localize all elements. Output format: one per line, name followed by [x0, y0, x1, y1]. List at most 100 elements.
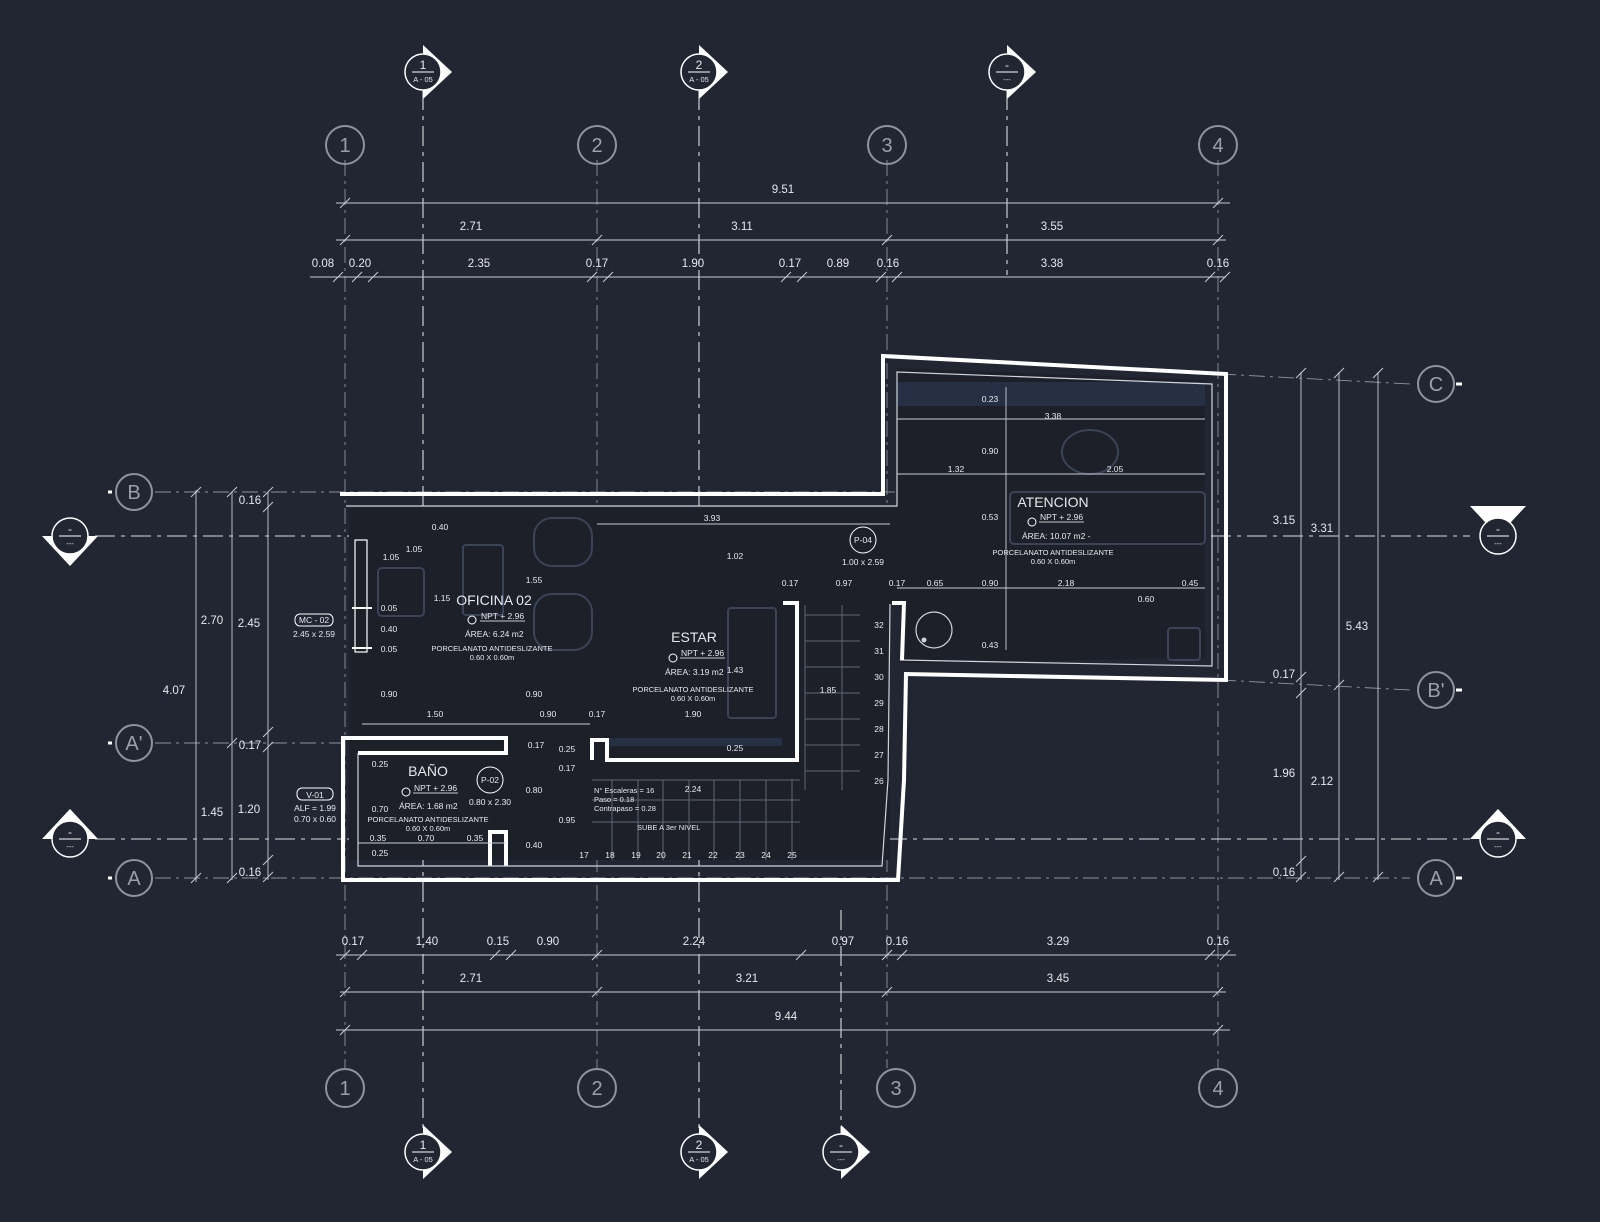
svg-text:0.60: 0.60	[1138, 594, 1155, 604]
section-marker-left-lower: - ---	[42, 809, 98, 858]
svg-text:1.00 x 2.59: 1.00 x 2.59	[842, 557, 884, 567]
svg-text:---: ---	[1003, 75, 1011, 84]
section-marker-right-upper: - ---	[1470, 506, 1526, 555]
svg-text:3.93: 3.93	[704, 513, 721, 523]
svg-text:0.65: 0.65	[927, 578, 944, 588]
svg-text:2: 2	[696, 1138, 703, 1152]
dim-bottom-mid: 2.71	[460, 973, 482, 985]
svg-text:27: 27	[874, 750, 884, 760]
tag-p-04: P-04 1.00 x 2.59	[842, 526, 884, 567]
svg-text:17: 17	[579, 850, 589, 860]
svg-text:19: 19	[631, 850, 641, 860]
svg-text:NPT + 2.96: NPT + 2.96	[481, 611, 524, 621]
dimensions-top: 9.51 2.71 3.11 3.55 0.08 0.20 2.35 0.17 …	[310, 184, 1231, 283]
svg-text:0.25: 0.25	[559, 744, 576, 754]
svg-text:2.18: 2.18	[1058, 578, 1075, 588]
svg-text:0.43: 0.43	[982, 640, 999, 650]
svg-text:-: -	[1005, 58, 1009, 72]
svg-text:2: 2	[696, 58, 703, 72]
tag-mc-02: MC - 02 2.45 x 2.59	[293, 613, 335, 639]
svg-text:0.90: 0.90	[982, 578, 999, 588]
dim-top-detail: 0.08	[312, 258, 334, 270]
svg-text:1.85: 1.85	[820, 685, 837, 695]
dim-bottom-detail: 1.40	[416, 936, 438, 948]
room-name: ATENCION	[1017, 494, 1088, 510]
axis-bubbles-bottom: 1 2 3 4	[325, 1068, 1238, 1108]
dim-bottom-mid: 3.21	[736, 973, 758, 985]
walls	[340, 353, 1228, 882]
svg-text:P-04: P-04	[854, 535, 872, 545]
svg-text:V-01: V-01	[306, 790, 324, 800]
svg-text:PORCELANATO ANTIDESLIZANTE: PORCELANATO ANTIDESLIZANTE	[368, 815, 489, 824]
svg-text:A - 05: A - 05	[413, 75, 433, 84]
svg-text:0.25: 0.25	[727, 743, 744, 753]
svg-text:SUBE A 3er NIVEL: SUBE A 3er NIVEL	[637, 823, 700, 832]
dim-bottom-detail: 0.15	[487, 936, 509, 948]
dim-left-detail: 0.17	[239, 740, 261, 752]
axis-label-b-prime: B'	[1427, 680, 1444, 702]
svg-text:1.05: 1.05	[383, 552, 400, 562]
svg-text:---: ---	[66, 539, 74, 548]
svg-text:0.25: 0.25	[372, 848, 389, 858]
svg-text:0.40: 0.40	[432, 522, 449, 532]
dim-top-detail: 0.89	[827, 258, 849, 270]
svg-text:---: ---	[1494, 539, 1502, 548]
svg-text:-: -	[839, 1138, 843, 1152]
svg-text:---: ---	[66, 842, 74, 851]
interior-dims-estar: 3.93 1.02 0.17 0.97 0.17 1.43 1.85 0.90 …	[540, 513, 906, 753]
svg-text:N° Escaleras = 16: N° Escaleras = 16	[594, 786, 654, 795]
svg-text:31: 31	[874, 646, 884, 656]
svg-text:A - 05: A - 05	[689, 1155, 709, 1164]
dim-right-inner: 3.15	[1273, 515, 1295, 527]
svg-text:22: 22	[708, 850, 718, 860]
section-marker-3-top: - ---	[988, 45, 1036, 99]
dim-top-detail: 0.17	[586, 258, 608, 270]
room-oficina-02: OFICINA 02 NPT + 2.96 ÁREA: 6.24 m2 PORC…	[432, 592, 553, 662]
svg-text:0.25: 0.25	[372, 759, 389, 769]
svg-text:0.17: 0.17	[782, 578, 799, 588]
svg-text:0.35: 0.35	[467, 833, 484, 843]
interior-dims-bano: 0.25 0.70 0.35 0.25 0.70 0.35 0.17 0.25 …	[358, 740, 702, 858]
svg-text:1: 1	[420, 58, 427, 72]
svg-text:0.95: 0.95	[559, 815, 576, 825]
svg-text:0.17: 0.17	[559, 763, 576, 773]
dim-bottom-detail: 0.90	[537, 936, 559, 948]
dim-top-total: 9.51	[772, 184, 794, 196]
svg-text:---: ---	[1494, 842, 1502, 851]
stairs-notes: N° Escaleras = 16 Paso = 0.18 Contrapaso…	[579, 620, 884, 860]
axis-label-2-bottom: 2	[591, 1078, 602, 1100]
dim-left-mid: 1.45	[201, 807, 223, 819]
dim-left-detail: 0.16	[239, 867, 261, 879]
axis-bubbles-right: C B' A	[1417, 365, 1462, 897]
dim-left-mid: 2.70	[201, 615, 223, 627]
svg-text:2.24: 2.24	[685, 784, 702, 794]
dimensions-right: 5.43 3.31 2.12 3.15 1.96 0.17 0.16	[1273, 367, 1384, 883]
axis-label-a-right: A	[1429, 868, 1443, 890]
svg-text:1.05: 1.05	[406, 544, 423, 554]
svg-text:1.32: 1.32	[948, 464, 965, 474]
svg-text:18: 18	[605, 850, 615, 860]
dim-left-total: 4.07	[163, 685, 185, 697]
dim-bottom-total: 9.44	[775, 1011, 798, 1023]
dim-bottom-detail: 0.16	[1207, 936, 1229, 948]
section-markers-side: - --- - --- - --- - ---	[42, 506, 1526, 858]
svg-text:25: 25	[787, 850, 797, 860]
section-marker-right-lower: - ---	[1470, 809, 1526, 858]
svg-text:0.97: 0.97	[836, 578, 853, 588]
axis-label-a-prime: A'	[125, 733, 142, 755]
dim-bottom-detail: 0.16	[886, 936, 908, 948]
dim-right-detail: 0.16	[1273, 867, 1295, 879]
axis-label-1: 1	[339, 135, 350, 157]
svg-text:32: 32	[874, 620, 884, 630]
svg-text:0.05: 0.05	[381, 603, 398, 613]
svg-text:0.90: 0.90	[526, 689, 543, 699]
svg-text:-: -	[68, 825, 72, 839]
svg-text:30: 30	[874, 672, 884, 682]
svg-text:1.43: 1.43	[727, 665, 744, 675]
svg-text:0.70: 0.70	[418, 833, 435, 843]
dim-right-mid: 3.31	[1311, 523, 1333, 535]
section-marker-2-bottom: 2 A - 05	[680, 1125, 728, 1179]
svg-text:2.05: 2.05	[1107, 464, 1124, 474]
axis-label-3: 3	[881, 135, 892, 157]
